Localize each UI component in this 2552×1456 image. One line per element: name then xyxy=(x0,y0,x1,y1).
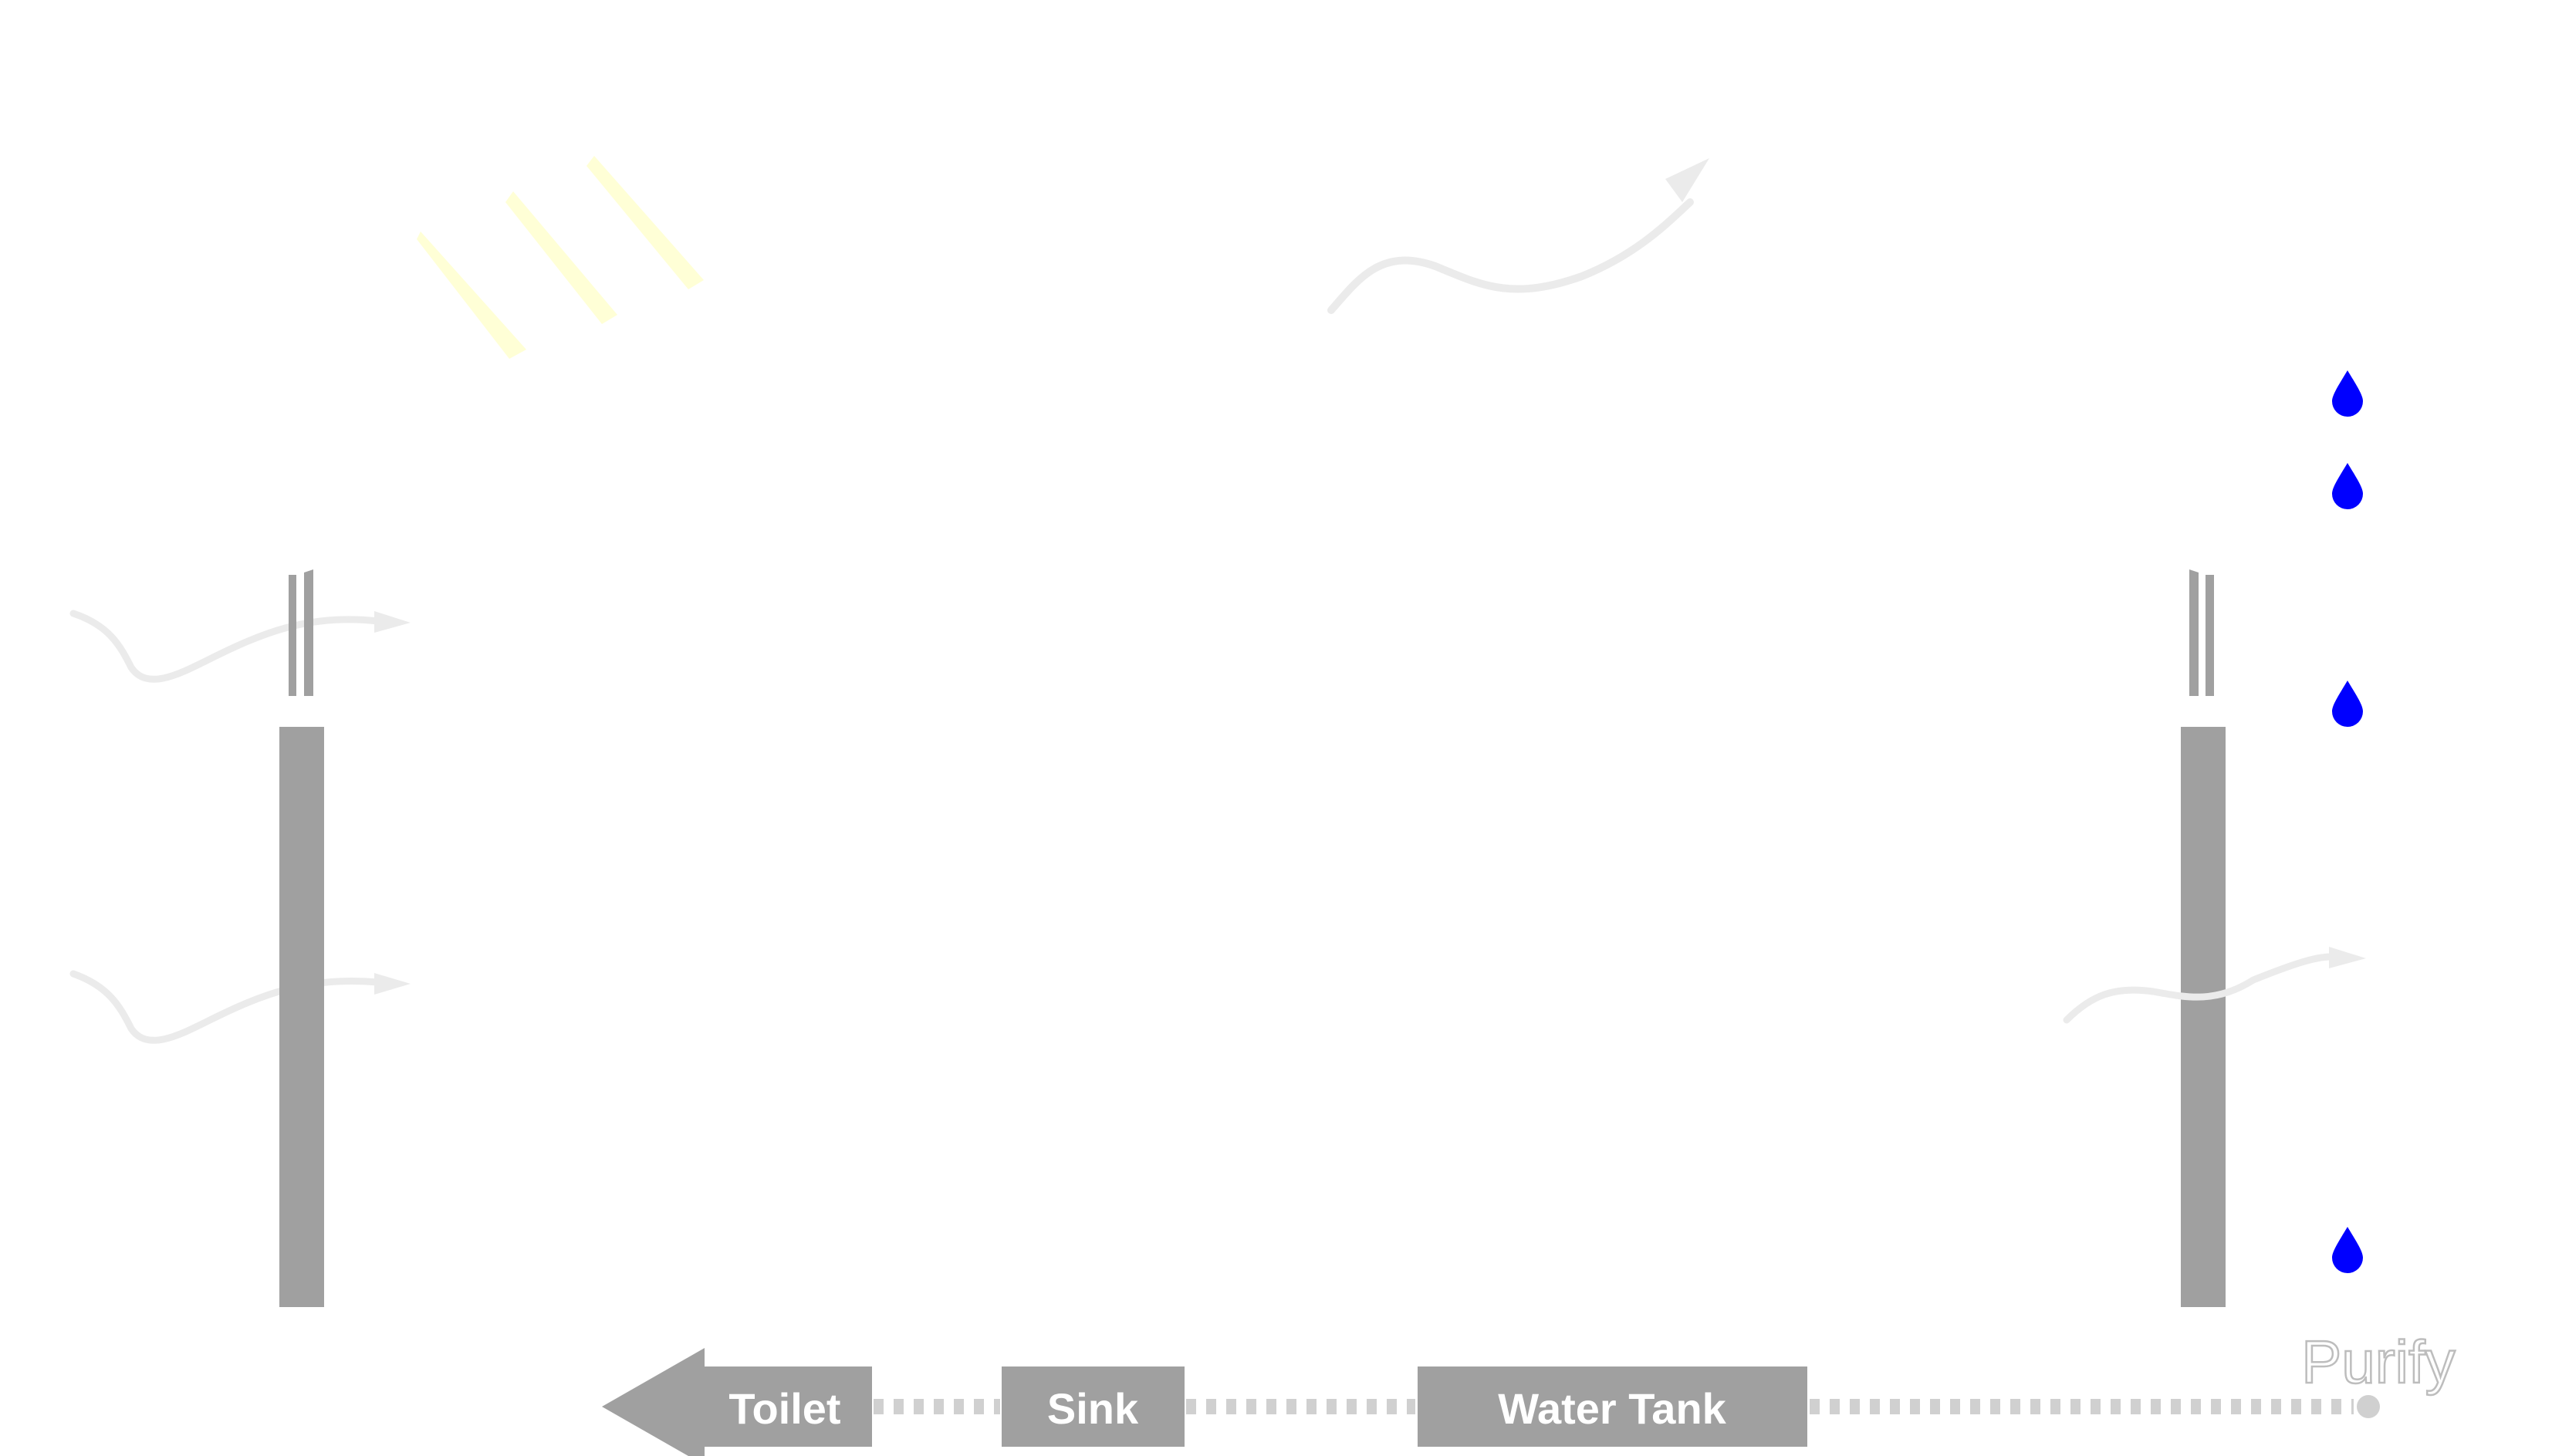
right-vent-slat-2 xyxy=(2206,575,2214,696)
evaporation-arrow-icon xyxy=(1327,158,1709,314)
air-flow-arrow-icon xyxy=(69,610,411,683)
sun-rays-icon xyxy=(417,156,704,359)
left-vent-slat-2 xyxy=(304,569,313,696)
right-vent-slat-1 xyxy=(2189,569,2199,696)
right-wall xyxy=(2181,569,2226,1307)
toilet-label: Toilet xyxy=(728,1384,840,1433)
air-flow-arrow-icon xyxy=(69,970,411,1044)
flow-start-dot xyxy=(2357,1395,2380,1418)
purify-label: Purify xyxy=(2301,1328,2455,1396)
left-wall-panel xyxy=(279,727,324,1307)
rain-drop-icon xyxy=(2332,681,2363,727)
water-tank-box: Water Tank xyxy=(1418,1366,1807,1447)
rain-drop-icon xyxy=(2332,370,2363,417)
sink-box: Sink xyxy=(1002,1366,1185,1447)
right-wall-panel xyxy=(2181,727,2226,1307)
rain-drops xyxy=(2332,370,2363,1273)
sink-label: Sink xyxy=(1047,1384,1139,1433)
sun-ray-2 xyxy=(505,191,617,324)
toilet-arrow: Toilet xyxy=(602,1348,872,1456)
rain-drop-icon xyxy=(2332,463,2363,509)
water-tank-label: Water Tank xyxy=(1498,1384,1726,1433)
left-vent-slat-1 xyxy=(289,575,296,696)
left-wall xyxy=(279,569,324,1307)
sun-ray-3 xyxy=(586,156,704,289)
flow-arrow-icon xyxy=(602,1348,872,1456)
sun-ray-1 xyxy=(417,231,526,359)
air-flow-arrow-icon xyxy=(2063,947,2366,1024)
rain-drop-icon xyxy=(2332,1227,2363,1273)
